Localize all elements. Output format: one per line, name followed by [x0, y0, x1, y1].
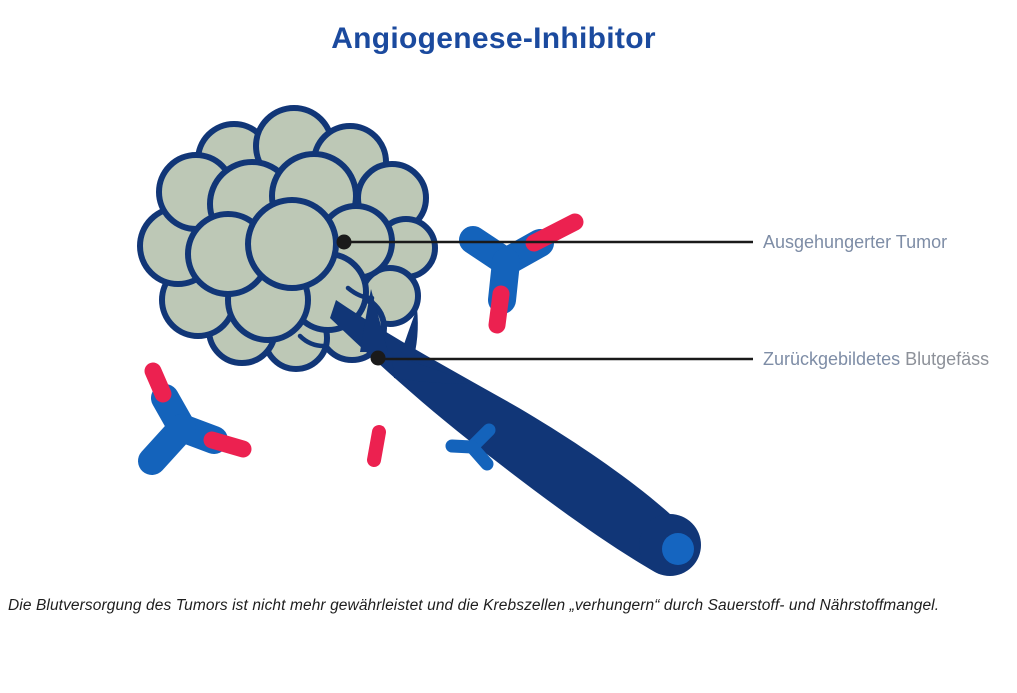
- antibody-icon-lower-left: [138, 362, 252, 475]
- caption-text: Die Blutversorgung des Tumors ist nicht …: [8, 597, 940, 614]
- withered-branch-icon: [392, 356, 472, 384]
- pointer-dot: [370, 350, 386, 366]
- antibody-icon-small: [445, 423, 496, 471]
- tumor-cell-cluster-icon: [137, 105, 438, 372]
- antibody-red-tip: [525, 213, 584, 252]
- withered-branch-icon: [360, 289, 388, 352]
- withered-branch-icon: [398, 308, 418, 364]
- antibody-red-tip: [144, 362, 172, 403]
- label-vessel-word1: Zurückgebildetes: [763, 349, 901, 369]
- cell-fold-mark: [297, 333, 327, 349]
- inhibitor-fragment-icon: [367, 425, 386, 467]
- pointer-tumor: [336, 234, 753, 250]
- page-title: Angiogenese-Inhibitor: [331, 22, 656, 55]
- label-tumor-text: Ausgehungerter Tumor: [763, 232, 948, 252]
- label-zurueckgebildetes-blutgefaess: Zurückgebildetes Blutgefäss: [763, 349, 989, 371]
- antibody-red-tip: [488, 285, 510, 334]
- vessel-lumen-icon: [662, 533, 694, 565]
- pointer-vessel: [370, 350, 753, 366]
- antibody-red-tip: [203, 431, 252, 458]
- label-vessel-word2: Blutgefäss: [905, 349, 990, 369]
- pointer-dot: [336, 234, 352, 250]
- regressed-blood-vessel-icon: [330, 289, 701, 576]
- label-ausgehungerter-tumor: Ausgehungerter Tumor: [763, 232, 947, 254]
- antibody-icon-upper-right: [459, 213, 584, 334]
